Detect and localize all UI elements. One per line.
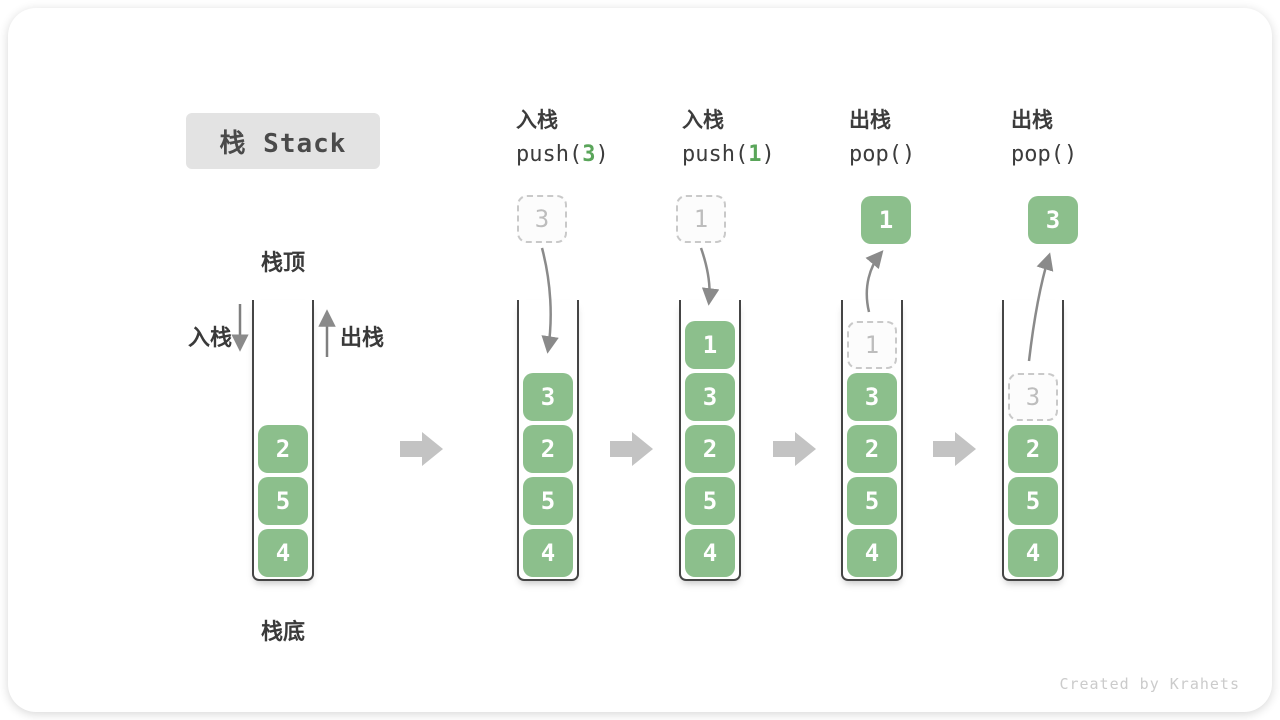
step-header-push-3: 入栈 push(3) xyxy=(516,108,609,168)
step-call-label: pop() xyxy=(849,142,915,168)
stack-bottom-label: 栈底 xyxy=(260,619,305,644)
diagram-title: 栈 Stack xyxy=(186,113,380,169)
stack-cell: 5 xyxy=(523,477,573,525)
step-call-label: pop() xyxy=(1011,142,1077,168)
stack-cell: 1 xyxy=(685,321,735,369)
ghost-cell: 3 xyxy=(1008,373,1058,421)
step-header-push-1: 入栈 push(1) xyxy=(682,108,775,168)
call-suffix: ) xyxy=(595,142,609,167)
stack-cell: 4 xyxy=(847,529,897,577)
call-suffix: ) xyxy=(1063,142,1078,167)
stack-cell: 5 xyxy=(1008,477,1058,525)
step-op-label: 入栈 xyxy=(516,109,558,132)
stack-container-after-push-1: 1 3 2 5 4 xyxy=(679,300,741,581)
call-value: 1 xyxy=(748,142,762,167)
stack-cell: 5 xyxy=(847,477,897,525)
stack-cell: 4 xyxy=(258,529,308,577)
watermark-credit: Created by Krahets xyxy=(1059,675,1240,693)
stack-container-after-push-3: 3 2 5 4 xyxy=(517,300,579,581)
stack-cell: 4 xyxy=(1008,529,1058,577)
step-header-pop-first: 出栈 pop() xyxy=(849,108,915,168)
stack-cell: 4 xyxy=(523,529,573,577)
stack-container-after-pop-1: 1 3 2 5 4 xyxy=(841,300,903,581)
stack-container-initial: 2 5 4 xyxy=(252,300,314,581)
step-header-pop-second: 出栈 pop() xyxy=(1011,108,1077,168)
call-prefix: push( xyxy=(682,142,749,167)
call-suffix: ) xyxy=(761,142,775,167)
call-prefix: pop( xyxy=(1011,142,1064,167)
step-op-label: 入栈 xyxy=(682,109,724,132)
stack-cell: 2 xyxy=(523,425,573,473)
call-prefix: push( xyxy=(516,142,583,167)
step-call-label: push(3) xyxy=(516,142,609,168)
incoming-value-cell: 1 xyxy=(676,195,726,243)
stack-cell: 3 xyxy=(847,373,897,421)
diagram-title-label: 栈 Stack xyxy=(219,128,347,159)
pop-side-label: 出栈 xyxy=(340,325,385,350)
popped-value-cell: 3 xyxy=(1028,196,1078,244)
call-value: 3 xyxy=(582,142,596,167)
step-op-label: 出栈 xyxy=(1011,109,1053,132)
step-call-label: push(1) xyxy=(682,142,775,168)
stack-cell: 3 xyxy=(523,373,573,421)
stack-cell: 2 xyxy=(258,425,308,473)
stack-cell: 2 xyxy=(847,425,897,473)
stack-container-after-pop-3: 3 2 5 4 xyxy=(1002,300,1064,581)
stack-top-label: 栈顶 xyxy=(260,250,305,275)
ghost-cell: 1 xyxy=(847,321,897,369)
stack-cell: 2 xyxy=(1008,425,1058,473)
popped-value-cell: 1 xyxy=(861,196,911,244)
push-side-label: 入栈 xyxy=(187,325,232,350)
stack-cell: 5 xyxy=(258,477,308,525)
stack-cell: 2 xyxy=(685,425,735,473)
stack-cell: 3 xyxy=(685,373,735,421)
step-op-label: 出栈 xyxy=(849,109,891,132)
stack-cell: 5 xyxy=(685,477,735,525)
call-prefix: pop( xyxy=(849,142,902,167)
call-suffix: ) xyxy=(901,142,916,167)
stack-cell: 4 xyxy=(685,529,735,577)
incoming-value-cell: 3 xyxy=(517,195,567,243)
